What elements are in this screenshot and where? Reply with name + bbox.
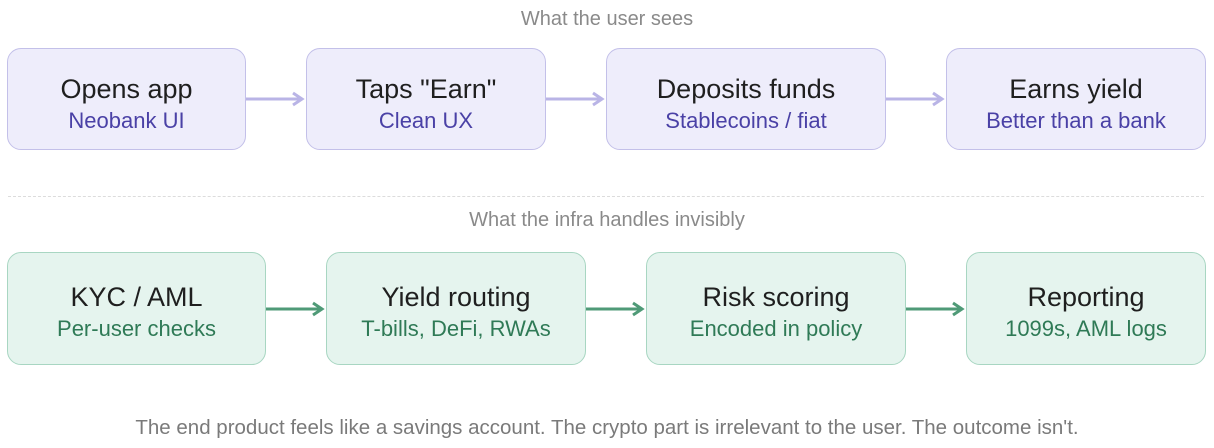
user-step-earns-yield: Earns yield Better than a bank: [946, 48, 1206, 150]
infra-step-reporting: Reporting 1099s, AML logs: [966, 252, 1206, 365]
user-step-opens-app: Opens app Neobank UI: [7, 48, 246, 150]
arrow-right-icon: [906, 301, 966, 317]
footer-caption: The end product feels like a savings acc…: [135, 416, 1079, 439]
step-title: Earns yield: [1009, 74, 1143, 104]
step-title: KYC / AML: [70, 282, 203, 312]
section-label-user: What the user sees: [520, 8, 694, 30]
step-subtitle: Per-user checks: [57, 316, 216, 341]
step-subtitle: Encoded in policy: [689, 316, 863, 341]
user-step-taps-earn: Taps "Earn" Clean UX: [306, 48, 546, 150]
section-label-infra: What the infra handles invisibly: [469, 209, 745, 231]
step-subtitle: Neobank UI: [68, 108, 185, 133]
step-subtitle: T-bills, DeFi, RWAs: [361, 316, 551, 341]
step-title: Reporting: [1027, 282, 1145, 312]
arrow-right-icon: [546, 91, 606, 107]
step-title: Opens app: [60, 74, 193, 104]
step-subtitle: Stablecoins / fiat: [665, 108, 827, 133]
arrow-right-icon: [246, 91, 306, 107]
arrow-right-icon: [586, 301, 646, 317]
section-divider: [8, 196, 1204, 197]
infra-step-kyc-aml: KYC / AML Per-user checks: [7, 252, 266, 365]
arrow-right-icon: [266, 301, 326, 317]
step-subtitle: 1099s, AML logs: [1005, 316, 1167, 341]
infra-step-yield-routing: Yield routing T-bills, DeFi, RWAs: [326, 252, 586, 365]
step-title: Deposits funds: [656, 74, 836, 104]
step-title: Risk scoring: [702, 282, 850, 312]
step-subtitle: Clean UX: [378, 108, 474, 133]
step-title: Yield routing: [381, 282, 531, 312]
step-subtitle: Better than a bank: [986, 108, 1166, 133]
infra-step-risk-scoring: Risk scoring Encoded in policy: [646, 252, 906, 365]
step-title: Taps "Earn": [355, 74, 497, 104]
user-step-deposits-funds: Deposits funds Stablecoins / fiat: [606, 48, 886, 150]
arrow-right-icon: [886, 91, 946, 107]
